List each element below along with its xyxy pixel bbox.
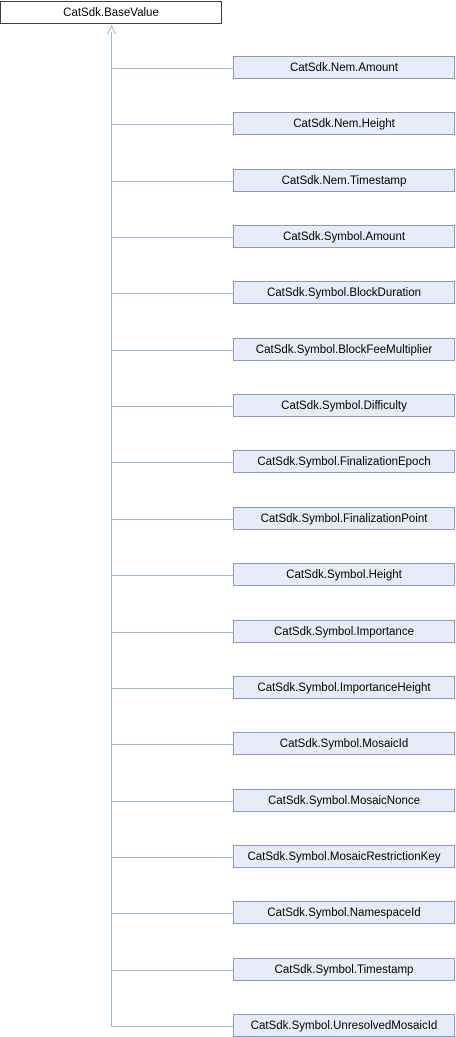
derived-class-node[interactable]: CatSdk.Symbol.Height [233, 563, 455, 586]
derived-class-node[interactable]: CatSdk.Symbol.FinalizationEpoch [233, 450, 455, 473]
derived-class-node[interactable]: CatSdk.Symbol.MosaicNonce [233, 789, 455, 812]
derived-class-node[interactable]: CatSdk.Symbol.BlockFeeMultiplier [233, 338, 455, 361]
derived-class-node[interactable]: CatSdk.Nem.Height [233, 112, 455, 135]
derived-class-node[interactable]: CatSdk.Symbol.ImportanceHeight [233, 676, 455, 699]
derived-class-node[interactable]: CatSdk.Symbol.Timestamp [233, 958, 455, 981]
derived-class-node[interactable]: CatSdk.Symbol.MosaicRestrictionKey [233, 845, 455, 868]
derived-class-node[interactable]: CatSdk.Symbol.Amount [233, 225, 455, 248]
derived-class-node[interactable]: CatSdk.Symbol.Difficulty [233, 394, 455, 417]
derived-class-node[interactable]: CatSdk.Symbol.BlockDuration [233, 281, 455, 304]
derived-class-node[interactable]: CatSdk.Nem.Amount [233, 56, 455, 79]
derived-class-node[interactable]: CatSdk.Symbol.NamespaceId [233, 901, 455, 924]
inheritance-arrowhead [107, 24, 116, 35]
derived-class-node[interactable]: CatSdk.Symbol.UnresolvedMosaicId [233, 1014, 455, 1037]
derived-class-node[interactable]: CatSdk.Nem.Timestamp [233, 169, 455, 192]
derived-class-node[interactable]: CatSdk.Symbol.MosaicId [233, 732, 455, 755]
base-class-node[interactable]: CatSdk.BaseValue [0, 1, 222, 24]
derived-class-node[interactable]: CatSdk.Symbol.FinalizationPoint [233, 507, 455, 530]
derived-class-node[interactable]: CatSdk.Symbol.Importance [233, 620, 455, 643]
